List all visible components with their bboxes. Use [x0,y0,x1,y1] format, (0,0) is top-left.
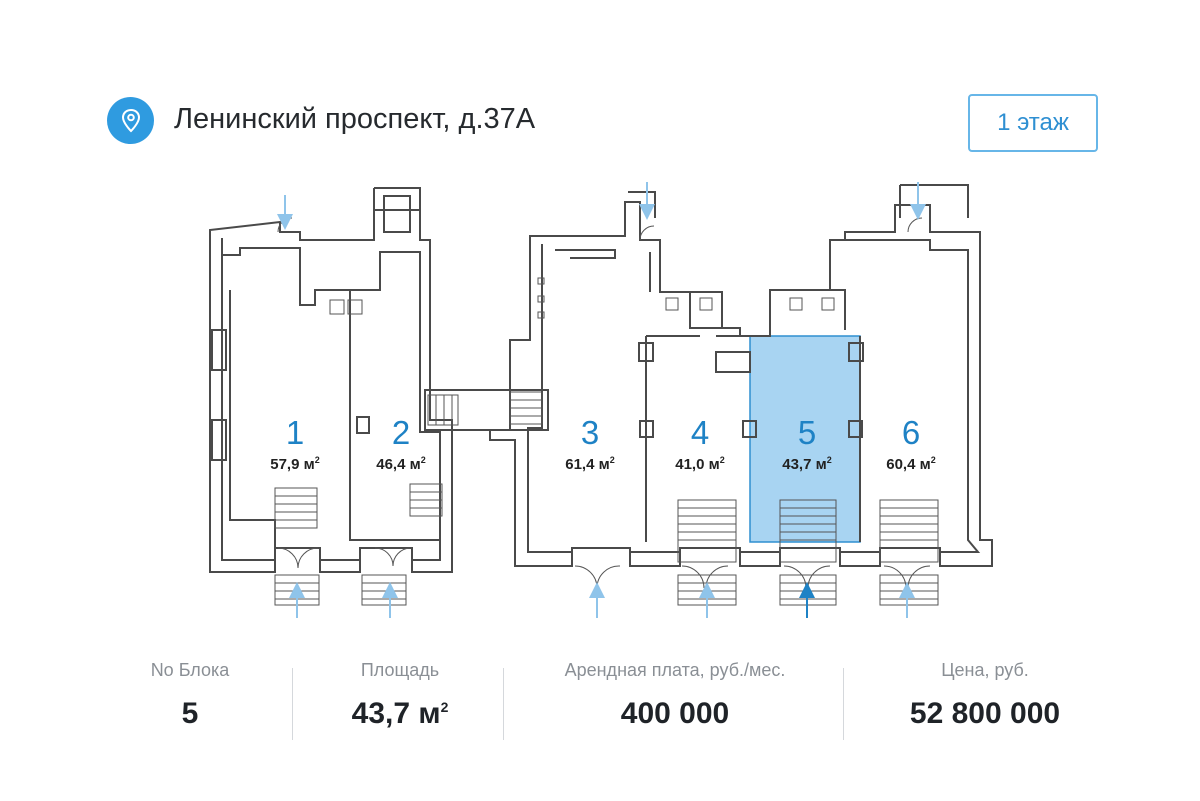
stat-area: Площадь 43,7 м2 [300,660,500,731]
stair-unit-6 [879,499,939,563]
stat-label: Арендная плата, руб./мес. [564,660,786,680]
stair-unit-4 [677,499,737,563]
stat-label: No Блока [150,660,230,680]
unit-number: 1 [285,414,305,451]
unit-1[interactable]: 1 57,9 м2 [255,414,335,474]
stat-value: 5 [181,697,199,730]
unit-area: 43,7 м2 [782,455,832,473]
unit-3[interactable]: 3 61,4 м2 [550,414,630,474]
stair-unit-5 [779,499,837,563]
connecting-stair [424,389,549,431]
stat-value: 52 800 000 [909,697,1061,730]
stat-block: No Блока 5 [100,660,280,731]
unit-number: 2 [391,414,411,451]
unit-number: 6 [901,414,921,451]
stat-value: 400 000 [620,697,730,730]
unit-number: 4 [690,414,710,451]
right-building-outer-wall [489,201,993,567]
stair-unit-2 [409,483,443,517]
stat-rent: Арендная плата, руб./мес. 400 000 [515,660,835,731]
stat-value: 43,7 м2 [351,697,449,730]
unit-details: No Блока 5 Площадь 43,7 м2 Арендная плат… [0,660,1200,750]
unit-number: 3 [580,414,600,451]
floor-plan [209,182,993,618]
unit-area: 46,4 м2 [376,455,426,473]
stat-label: Площадь [360,660,440,680]
divider [292,668,293,740]
divider [503,668,504,740]
stat-price: Цена, руб. 52 800 000 [850,660,1120,731]
unit-5[interactable]: 5 43,7 м2 [767,414,847,474]
restrooms [329,277,835,319]
unit-number: 5 [797,414,817,451]
address-title: Ленинский проспект, д.37А [174,103,536,135]
stair-unit-1 [274,487,318,529]
unit-area: 41,0 м2 [675,455,725,473]
unit-area: 57,9 м2 [270,455,320,473]
stat-label: Цена, руб. [941,660,1029,680]
unit-6[interactable]: 6 60,4 м2 [871,414,951,474]
left-building-outer-wall [209,209,453,573]
floor-selector-button[interactable]: 1 этаж [968,94,1098,152]
unit-area: 61,4 м2 [565,455,615,473]
divider [843,668,844,740]
unit-2[interactable]: 2 46,4 м2 [361,414,441,474]
unit-area: 60,4 м2 [886,455,936,473]
unit-4[interactable]: 4 41,0 м2 [660,414,740,474]
map-pin-icon [107,97,154,144]
